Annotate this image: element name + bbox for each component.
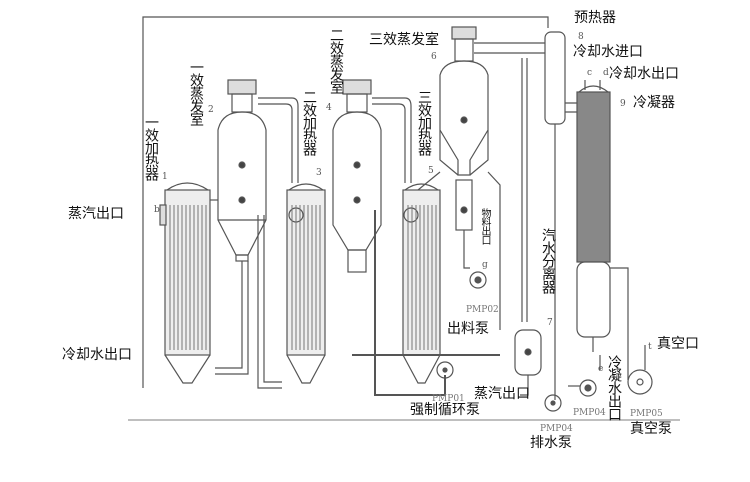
vacuum-pump-label: 真空泵 — [630, 421, 672, 437]
effect2-heater-label: 二效加热器 — [301, 90, 317, 155]
effect1-evaporator — [210, 79, 267, 262]
pump-pmp02 — [469, 271, 487, 289]
preheater-to-condenser — [565, 102, 578, 113]
effect3-heater — [402, 183, 441, 384]
separator-label: 汽水分离器 — [540, 228, 556, 293]
forced-circulation-pump-label: 强制循环泵 — [410, 402, 480, 418]
pmp01-tag: PMP01 — [432, 394, 465, 404]
pmp05-tag: PMP05 — [630, 409, 663, 419]
item-number: 4 — [326, 103, 332, 113]
condensate-outlet-label: 冷凝水出口 — [606, 355, 622, 420]
stream-letter: t — [648, 342, 652, 352]
pmp04-tag: PMP04 — [573, 408, 606, 418]
separator-riser — [521, 58, 528, 322]
item-number: 7 — [547, 318, 553, 328]
effect2-return-pipe — [257, 215, 282, 389]
discharge-pump-label: 出料泵 — [447, 321, 489, 337]
material-outlet-label: 物料出口 — [479, 208, 490, 244]
vapor-pipe-1-2 — [258, 97, 299, 183]
vacuum-port-label: 真空口 — [657, 336, 699, 352]
cooling-water-outlet-right-label: 冷却水出口 — [609, 66, 679, 82]
effect2-evaporator-label: 二效蒸发室 — [328, 28, 344, 93]
item-number: 2 — [208, 105, 214, 115]
effect3-evaporator — [417, 26, 501, 330]
drain-pump-label: 排水泵 — [530, 435, 572, 451]
item-number: 3 — [316, 168, 322, 178]
effect3-vapor-pipe — [474, 42, 545, 54]
effect1-to-effect2-pipe — [215, 261, 249, 375]
preheater — [544, 31, 566, 130]
effect2-evaporator — [332, 79, 382, 273]
effect2-heater — [286, 183, 326, 384]
pump-pmp04 — [568, 379, 597, 397]
pump-pmp04-drain — [544, 394, 562, 412]
item-number: 8 — [578, 32, 584, 42]
stream-letter: e — [598, 364, 604, 374]
top-return-pipe — [142, 16, 549, 388]
stream-letter: b — [154, 205, 160, 215]
pump-pmp05 — [627, 345, 653, 395]
effect3-evaporator-label: 三效蒸发室 — [369, 32, 439, 48]
steam-outlet-left-label: 蒸汽出口 — [68, 206, 124, 222]
effect1-heater-tubes — [169, 205, 207, 350]
item-number: 9 — [620, 99, 626, 109]
item-number: 6 — [431, 52, 437, 62]
material-outlet-line — [463, 242, 470, 269]
vapor-pipe-2-3 — [372, 97, 412, 183]
stream-letter: g — [482, 260, 488, 270]
effect1-evaporator-label: 一效蒸发室 — [188, 60, 204, 125]
condenser — [576, 80, 629, 380]
steam-outlet-bottom-label: 蒸汽出口 — [474, 386, 530, 402]
pmp02-tag: PMP02 — [466, 305, 499, 315]
effect1-heater-label: 一效加热器 — [143, 115, 159, 180]
preheater-label: 预热器 — [574, 10, 616, 26]
effect3-heater-label: 三效加热器 — [416, 90, 432, 155]
condensate-line — [592, 337, 601, 370]
pump-pmp01 — [436, 361, 454, 379]
pmp04-drain-tag: PMP04 — [540, 424, 573, 434]
forced-circulation-line — [352, 210, 500, 396]
effect3-heater-tubes — [407, 205, 437, 350]
steam-water-separator — [514, 329, 542, 396]
effect2-heater-tubes — [291, 205, 321, 350]
cooling-water-inlet-label: 冷却水进口 — [573, 44, 643, 60]
condenser-label: 冷凝器 — [633, 95, 675, 111]
stream-letter: d — [603, 68, 609, 78]
cooling-water-outlet-left-label: 冷却水出口 — [62, 347, 132, 363]
stream-letter: c — [587, 68, 593, 78]
item-number: 5 — [428, 166, 434, 176]
item-number: 1 — [162, 172, 168, 182]
